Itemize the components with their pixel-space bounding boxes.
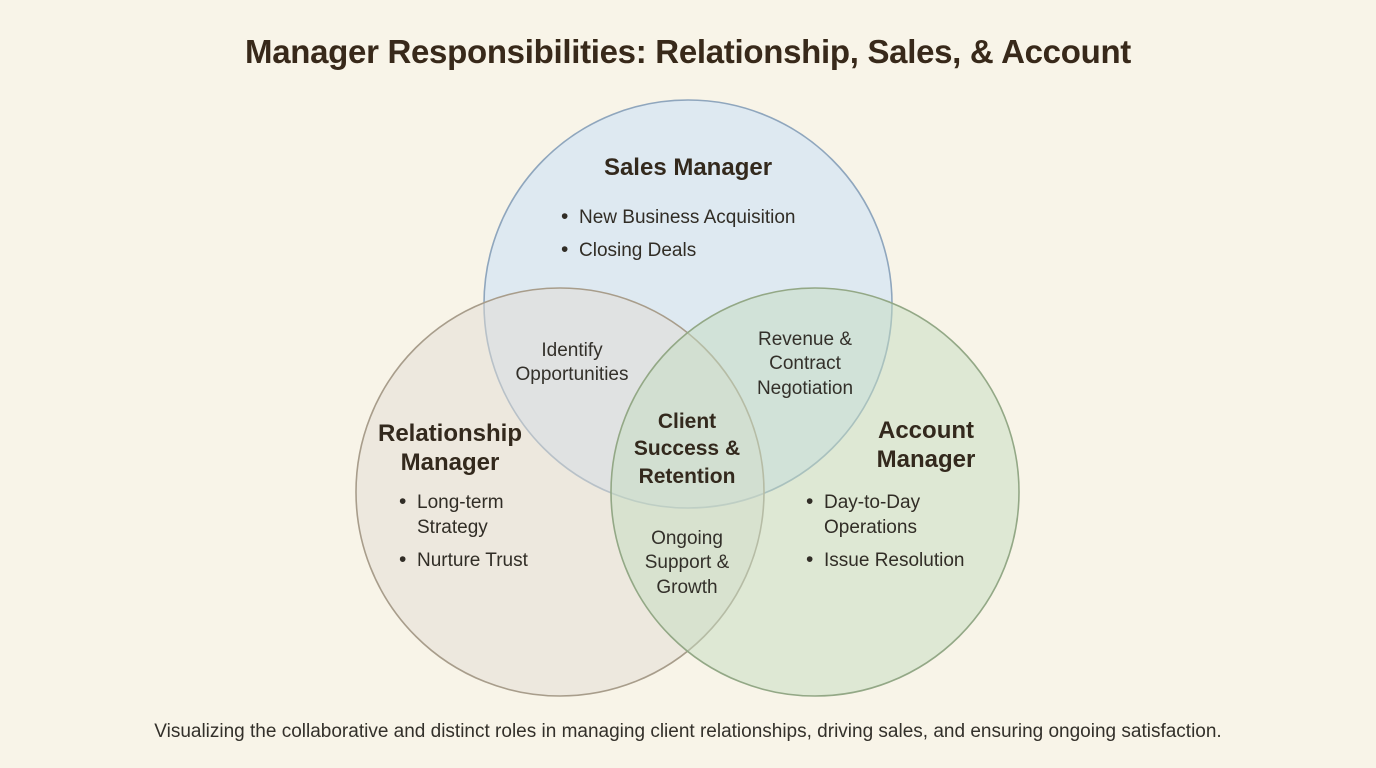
sales-manager-title: Sales Manager (603, 154, 773, 181)
list-item: Day-to-Day Operations (805, 488, 985, 540)
account-manager-title: Account Manager (876, 417, 976, 473)
relationship-manager-title: Relationship Manager (377, 420, 522, 476)
overlap-sales-relationship-label: Identify Opportunities (515, 340, 629, 386)
sales-manager-list: New Business Acquisition Closing Deals (560, 203, 840, 271)
list-item: Closing Deals (560, 236, 840, 264)
overlap-center-label: Client Success & Retention (633, 410, 741, 488)
overlap-relationship-account-label: Ongoing Support & Growth (644, 528, 730, 598)
list-item: Issue Resolution (805, 546, 985, 574)
list-item: Nurture Trust (398, 546, 538, 574)
relationship-manager-list: Long-term Strategy Nurture Trust (398, 488, 538, 581)
account-manager-list: Day-to-Day Operations Issue Resolution (805, 488, 985, 581)
caption: Visualizing the collaborative and distin… (154, 721, 1222, 742)
page-title: Manager Responsibilities: Relationship, … (245, 33, 1131, 70)
list-item: Long-term Strategy (398, 488, 538, 540)
overlap-sales-account-label: Revenue & Contract Negotiation (756, 329, 854, 399)
list-item: New Business Acquisition (560, 203, 840, 231)
